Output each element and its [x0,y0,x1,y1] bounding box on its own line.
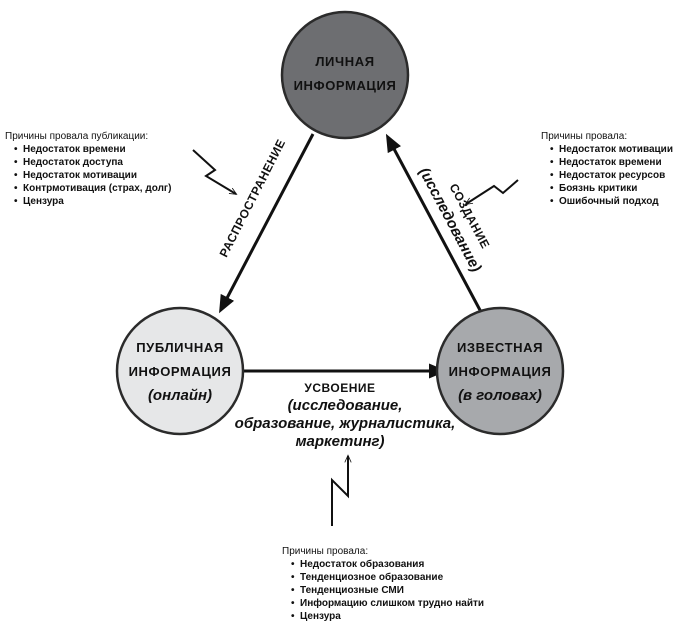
node-known-circle [435,306,565,436]
node-personal-circle [280,10,410,140]
list-item: Недостаток ресурсов [550,169,686,182]
creation-failure-list: Недостаток мотивации Недостаток времени … [541,143,686,208]
edge-absorption-sub-line2: образование, журналистика, [235,415,456,432]
publication-failure-title: Причины провала публикации: [5,131,149,142]
edge-absorption-sub-line3: маркетинг) [295,433,384,450]
node-personal-line1: ЛИЧНАЯ [315,54,374,69]
list-item: Тенденциозное образование [291,571,512,584]
node-known-information: ИЗВЕСТНАЯ ИНФОРМАЦИЯ (в головах) [435,306,565,436]
node-personal-information: ЛИЧНАЯ ИНФОРМАЦИЯ [280,10,410,140]
list-item: Боязнь критики [550,182,686,195]
list-item: Тенденциозные СМИ [291,584,512,597]
list-item: Информацию слишком трудно найти [291,597,512,610]
creation-arrow [385,133,483,313]
node-public-line1: ПУБЛИЧНАЯ [136,340,224,355]
list-item: Недостаток времени [14,143,205,156]
edge-absorption-label: УСВОЕНИЕ [304,381,375,395]
lightning-bolt-creation-icon [466,179,519,204]
node-public-sub: (онлайн) [148,387,212,404]
node-public-line2: ИНФОРМАЦИЯ [129,364,232,379]
creation-failure-title: Причины провала: [541,131,628,142]
list-item: Ошибочный подход [550,195,686,208]
list-item: Недостаток мотивации [550,143,686,156]
node-known-line2: ИНФОРМАЦИЯ [449,364,552,379]
node-personal-line2: ИНФОРМАЦИЯ [294,78,397,93]
list-item: Недостаток образования [291,558,512,571]
node-known-sub: (в головах) [458,387,542,404]
publication-failure-reasons: Причины провала публикации: Недостаток в… [5,130,205,208]
edge-absorption-sub-line1: (исследование, [288,397,403,414]
absorption-failure-list: Недостаток образования Тенденциозное обр… [282,558,512,623]
list-item: Контрмотивация (страх, долг) [14,182,205,195]
list-item: Недостаток мотивации [14,169,205,182]
list-item: Недостаток времени [550,156,686,169]
list-item: Цензура [291,610,512,623]
node-known-line1: ИЗВЕСТНАЯ [457,340,543,355]
list-item: Цензура [14,195,205,208]
absorption-failure-title: Причины провала: [282,546,369,557]
creation-failure-reasons: Причины провала: Недостаток мотивации Не… [541,130,686,208]
list-item: Недостаток доступа [14,156,205,169]
dissemination-arrow [219,133,315,314]
node-public-information: ПУБЛИЧНАЯ ИНФОРМАЦИЯ (онлайн) [115,306,245,436]
node-public-circle [115,306,245,436]
edge-dissemination-label: РАСПРОСТРАНЕНИЕ [217,137,289,260]
publication-failure-list: Недостаток времени Недостаток доступа Не… [5,143,205,208]
absorption-failure-reasons: Причины провала: Недостаток образования … [282,545,512,623]
lightning-bolt-absorption-icon [331,456,348,526]
